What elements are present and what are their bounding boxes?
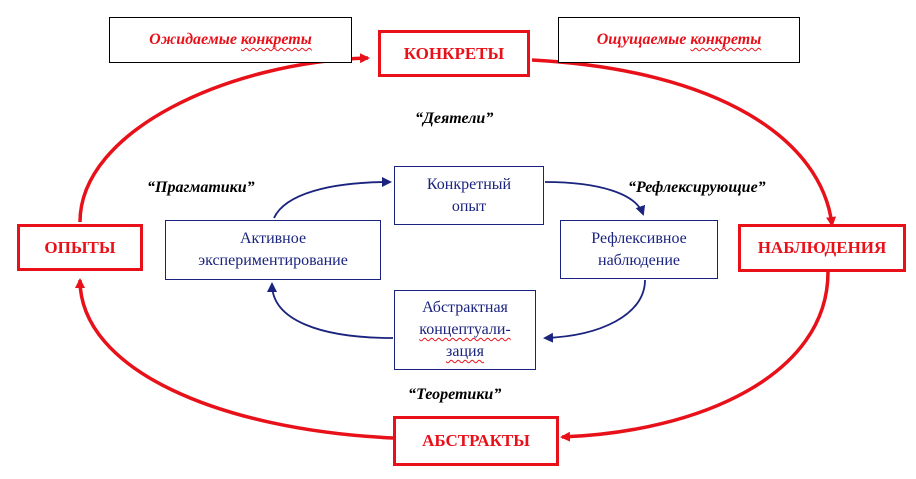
note-right-prefix: Ощущаемые [596,31,691,48]
note-right-word: конкреты [690,31,762,48]
note-left-word: конкреты [240,31,312,48]
role-theorists: “Теоретики” [408,386,502,403]
arrow-nablyudeniya-to-abstrakty [560,271,830,442]
arrow-reflective-to-abstract [543,279,646,343]
note-left-prefix: Ожидаемые [149,31,241,48]
arrow-opyty-to-konkrety [78,53,370,223]
abstrakty-box: АБСТРАКТЫ [393,416,559,466]
active-experimentation-line1: Активное [239,230,307,247]
reflective-observation-line1: Рефлексивное [591,229,687,247]
abstract-conceptualization-line2: концептуали- [419,321,511,338]
abstract-conceptualization-line1: Абстрактная [422,299,508,316]
reflective-observation-line2: наблюдение [598,251,680,269]
active-experimentation-line2: экспериментирование [198,252,348,269]
active-experimentation-box: Активное экспериментирование [165,220,381,280]
role-pragmatists: “Прагматики” [147,179,255,196]
konkrety-box: КОНКРЕТЫ [378,30,530,77]
concrete-experience-line1: Конкретный [426,175,512,193]
nablyudeniya-label: НАБЛЮДЕНИЯ [757,238,887,257]
sensed-concretes-note: Ощущаемые конкреты [558,17,800,63]
arrow-abstrakty-to-opyty [75,278,394,440]
arrow-concrete-to-reflective [544,181,646,216]
arrow-abstract-to-active [267,282,394,339]
role-reflectors: “Рефлексирующие” [628,179,766,196]
concrete-experience-line2: опыт [451,197,487,215]
reflective-observation-box: Рефлексивное наблюдение [560,220,718,279]
expected-concretes-note: Ожидаемые конкреты [109,17,352,63]
nablyudeniya-box: НАБЛЮДЕНИЯ [738,224,906,272]
abstract-conceptualization-box: Абстрактная концептуали- зация [394,290,536,370]
abstract-conceptualization-line3: зация [446,343,484,360]
opyty-label: ОПЫТЫ [44,237,116,257]
arrow-konkrety-to-nablyudeniya [531,58,837,227]
abstrakty-label: АБСТРАКТЫ [422,431,530,450]
opyty-box: ОПЫТЫ [17,224,143,271]
role-doers: “Деятели” [415,110,494,127]
konkrety-label: КОНКРЕТЫ [403,43,505,63]
arrow-active-to-concrete [273,177,392,219]
concrete-experience-box: Конкретный опыт [394,166,544,225]
